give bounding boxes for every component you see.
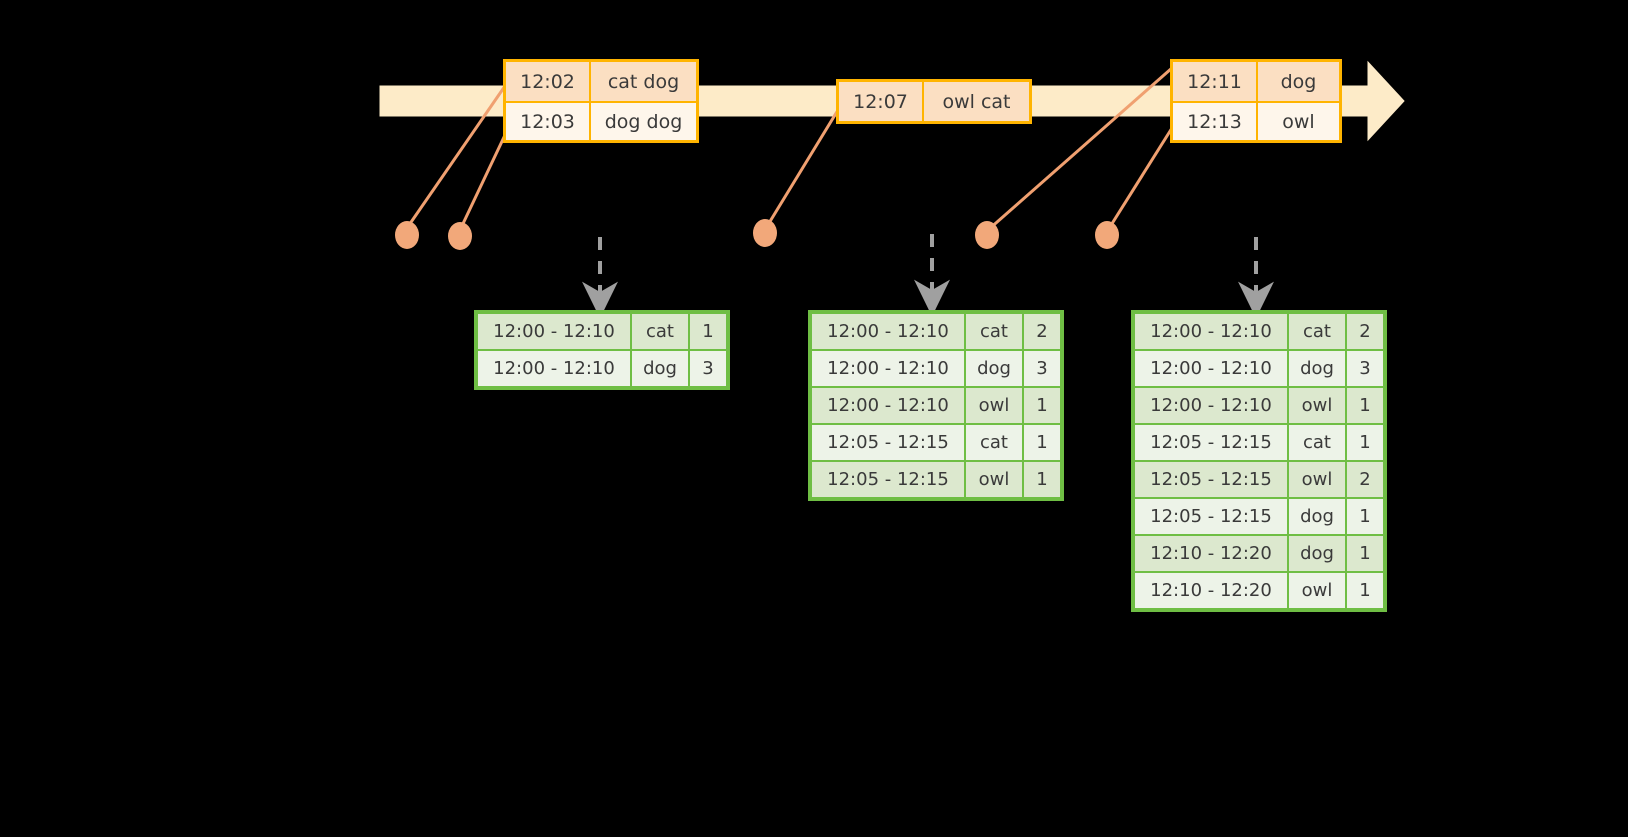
cell-count: 1 [1024, 388, 1060, 423]
cell-key: owl [966, 388, 1022, 423]
table-row[interactable]: 12:05 - 12:15 cat 1 [812, 425, 1060, 460]
cell-window: 12:05 - 12:15 [1135, 425, 1287, 460]
result-table-1[interactable]: 12:00 - 12:10 cat 1 12:00 - 12:10 dog 3 [474, 310, 730, 390]
cell-count: 3 [1347, 351, 1383, 386]
cell-count: 1 [690, 314, 726, 349]
cell-count: 1 [1347, 573, 1383, 608]
cell-count: 3 [690, 351, 726, 386]
cell-count: 1 [1024, 425, 1060, 460]
table-row[interactable]: 12:00 - 12:10 dog 3 [478, 351, 726, 386]
event-time: 12:03 [506, 103, 591, 140]
cell-key: cat [966, 425, 1022, 460]
cell-count: 2 [1347, 314, 1383, 349]
event-value: dog dog [591, 103, 696, 140]
event-group-1[interactable]: 12:02 cat dog 12:03 dog dog [503, 59, 699, 143]
event-marker-5 [1095, 221, 1119, 249]
table-row[interactable]: 12:00 - 12:10 owl 1 [812, 388, 1060, 423]
cell-window: 12:10 - 12:20 [1135, 536, 1287, 571]
cell-window: 12:10 - 12:20 [1135, 573, 1287, 608]
cell-key: cat [1289, 314, 1345, 349]
cell-window: 12:00 - 12:10 [1135, 351, 1287, 386]
cell-key: cat [632, 314, 688, 349]
event-group-2[interactable]: 12:07 owl cat [836, 79, 1032, 124]
cell-window: 12:00 - 12:10 [478, 314, 630, 349]
cell-count: 3 [1024, 351, 1060, 386]
table-row[interactable]: 12:00 - 12:10 dog 3 [1135, 351, 1383, 386]
result-table-2[interactable]: 12:00 - 12:10 cat 2 12:00 - 12:10 dog 3 … [808, 310, 1064, 501]
cell-key: cat [1289, 425, 1345, 460]
table-row[interactable]: 12:00 - 12:10 cat 2 [1135, 314, 1383, 349]
cell-count: 1 [1347, 536, 1383, 571]
event-value: cat dog [591, 62, 696, 101]
cell-window: 12:00 - 12:10 [812, 388, 964, 423]
cell-window: 12:00 - 12:10 [1135, 388, 1287, 423]
event-value: owl cat [924, 82, 1029, 121]
cell-window: 12:00 - 12:10 [1135, 314, 1287, 349]
event-marker-2 [448, 222, 472, 250]
table-row[interactable]: 12:10 - 12:20 owl 1 [1135, 573, 1383, 608]
table-row[interactable]: 12:10 - 12:20 dog 1 [1135, 536, 1383, 571]
cell-window: 12:00 - 12:10 [812, 314, 964, 349]
cell-key: cat [966, 314, 1022, 349]
event-marker-1 [395, 221, 419, 249]
event-time: 12:02 [506, 62, 591, 101]
event-value: owl [1258, 103, 1339, 140]
cell-window: 12:05 - 12:15 [1135, 462, 1287, 497]
event-row[interactable]: 12:11 dog [1173, 62, 1339, 101]
table-row[interactable]: 12:05 - 12:15 cat 1 [1135, 425, 1383, 460]
event-time: 12:11 [1173, 62, 1258, 101]
table-row[interactable]: 12:05 - 12:15 dog 1 [1135, 499, 1383, 534]
table-row[interactable]: 12:05 - 12:15 owl 2 [1135, 462, 1383, 497]
event-marker-4 [975, 221, 999, 249]
flow-arrows [582, 234, 1274, 319]
cell-key: owl [966, 462, 1022, 497]
event-time: 12:07 [839, 82, 924, 121]
cell-key: dog [966, 351, 1022, 386]
cell-window: 12:00 - 12:10 [812, 351, 964, 386]
cell-window: 12:05 - 12:15 [812, 425, 964, 460]
table-row[interactable]: 12:00 - 12:10 cat 2 [812, 314, 1060, 349]
table-row[interactable]: 12:00 - 12:10 owl 1 [1135, 388, 1383, 423]
table-row[interactable]: 12:00 - 12:10 dog 3 [812, 351, 1060, 386]
event-marker-3 [753, 219, 777, 247]
table-row[interactable]: 12:00 - 12:10 cat 1 [478, 314, 726, 349]
cell-window: 12:05 - 12:15 [812, 462, 964, 497]
cell-window: 12:00 - 12:10 [478, 351, 630, 386]
result-table-3[interactable]: 12:00 - 12:10 cat 2 12:00 - 12:10 dog 3 … [1131, 310, 1387, 612]
event-row[interactable]: 12:13 owl [1173, 101, 1339, 140]
event-row[interactable]: 12:03 dog dog [506, 101, 696, 140]
event-value: dog [1258, 62, 1339, 101]
cell-key: owl [1289, 573, 1345, 608]
table-row[interactable]: 12:05 - 12:15 owl 1 [812, 462, 1060, 497]
cell-key: dog [632, 351, 688, 386]
cell-key: owl [1289, 462, 1345, 497]
cell-key: dog [1289, 351, 1345, 386]
event-row[interactable]: 12:07 owl cat [839, 82, 1029, 121]
cell-count: 1 [1347, 499, 1383, 534]
cell-count: 2 [1347, 462, 1383, 497]
cell-count: 1 [1024, 462, 1060, 497]
cell-key: dog [1289, 499, 1345, 534]
cell-key: owl [1289, 388, 1345, 423]
cell-count: 1 [1347, 388, 1383, 423]
event-row[interactable]: 12:02 cat dog [506, 62, 696, 101]
cell-key: dog [1289, 536, 1345, 571]
cell-window: 12:05 - 12:15 [1135, 499, 1287, 534]
event-group-3[interactable]: 12:11 dog 12:13 owl [1170, 59, 1342, 143]
cell-count: 1 [1347, 425, 1383, 460]
event-markers [395, 219, 1119, 250]
event-time: 12:13 [1173, 103, 1258, 140]
cell-count: 2 [1024, 314, 1060, 349]
